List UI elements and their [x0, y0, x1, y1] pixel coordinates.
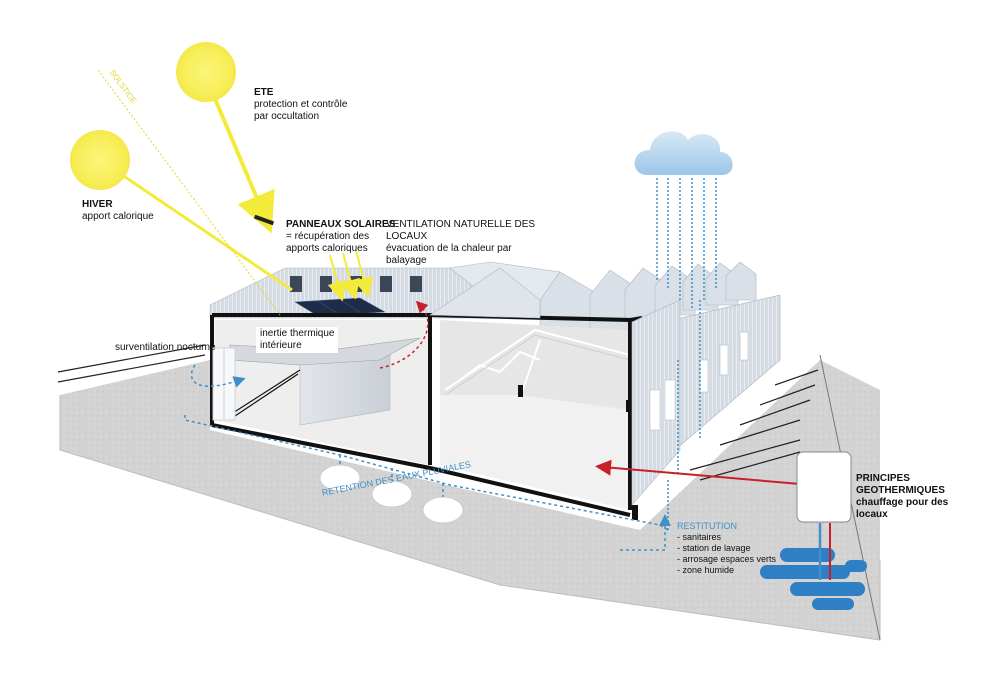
label-ventilation: VENTILATION NATURELLE DES LOCAUX évacuat… [386, 219, 535, 267]
label-ete-title: ETE [254, 87, 274, 98]
label-ete-line1: protection et contrôle [254, 99, 348, 110]
label-ventilation-line2: LOCAUX [386, 231, 428, 242]
restitution-item: - station de lavage [677, 543, 751, 553]
sun-hiver-icon [70, 130, 130, 190]
label-panneaux-title: PANNEAUX SOLAIRES [286, 219, 396, 230]
aquifer [760, 548, 867, 610]
rain-lines [656, 178, 717, 530]
label-principes-line2: GEOTHERMIQUES [856, 485, 945, 496]
restitution-item: - zone humide [677, 565, 735, 575]
cloud-icon [634, 131, 733, 175]
label-surventilation: surventilation nocturne [115, 342, 216, 353]
sun-ete-icon [176, 42, 236, 102]
geothermal-unit [796, 451, 852, 523]
label-panneaux-line1: = récupération des [286, 231, 370, 242]
label-inertie: inertie thermique intérieure [256, 327, 339, 353]
label-restitution: RESTITUTION - sanitaires - station de la… [677, 521, 776, 576]
label-principes-line4: locaux [856, 509, 888, 520]
label-inertie-line1: inertie thermique [260, 328, 335, 339]
label-hiver-title: HIVER [82, 199, 113, 210]
geothermal-system [595, 451, 852, 580]
label-ete-line2: par occultation [254, 111, 320, 122]
label-ventilation-line1: VENTILATION NATURELLE DES [386, 219, 536, 230]
label-principes: PRINCIPES GEOTHERMIQUES chauffage pour d… [856, 473, 948, 521]
label-principes-line1: PRINCIPES [856, 473, 910, 484]
label-panneaux-line2: apports caloriques [286, 243, 368, 254]
label-panneaux: PANNEAUX SOLAIRES = récupération des app… [286, 219, 395, 255]
restitution-item: - sanitaires [677, 532, 722, 542]
label-hiver-line1: apport calorique [82, 211, 154, 222]
ventilation-arrow [379, 300, 429, 369]
label-hiver: HIVER apport calorique [82, 199, 154, 223]
label-ete: ETE protection et contrôle par occultati… [254, 87, 347, 123]
retention-tanks [319, 464, 464, 524]
label-principes-line3: chauffage pour des [856, 497, 949, 508]
building [209, 261, 781, 520]
label-restitution-title: RESTITUTION [677, 521, 737, 531]
label-inertie-line2: intérieure [260, 340, 302, 351]
retention-flow [184, 364, 671, 551]
label-ventilation-line3: évacuation de la chaleur par [386, 243, 512, 254]
label-ventilation-line4: balayage [386, 255, 427, 266]
restitution-item: - arrosage espaces verts [677, 554, 777, 564]
